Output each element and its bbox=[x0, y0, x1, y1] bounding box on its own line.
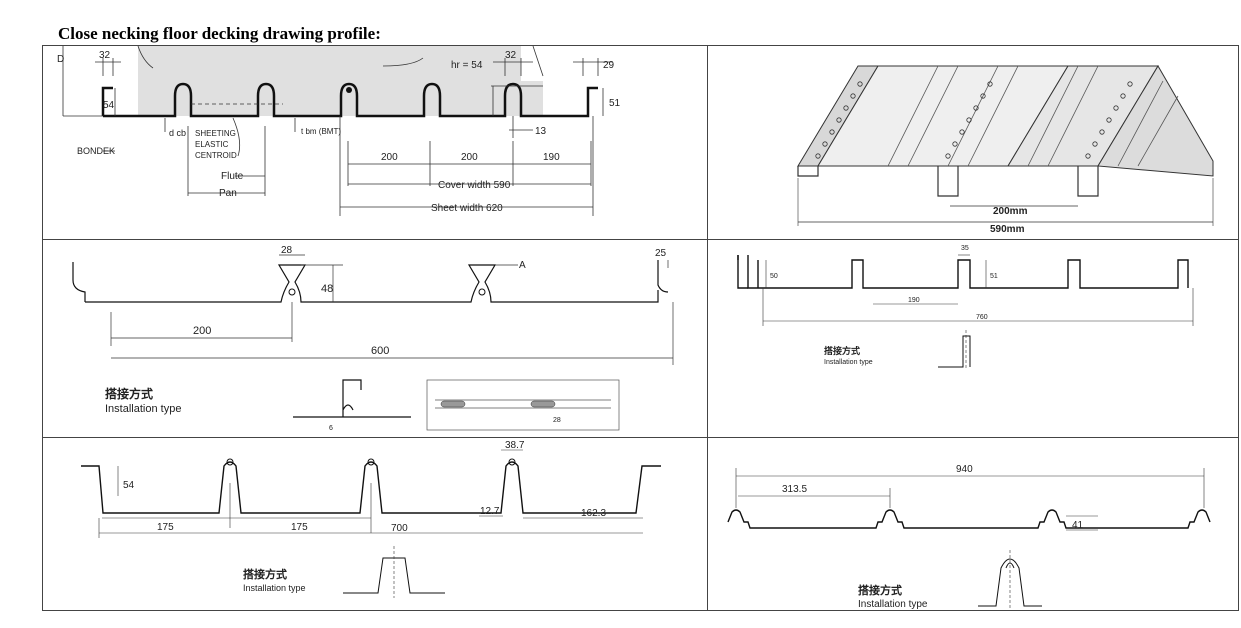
install-title-cn: 搭接方式 bbox=[824, 345, 860, 356]
grid-divider-vertical bbox=[707, 45, 708, 611]
dim-200: 200 bbox=[193, 325, 211, 337]
label-pan: Pan bbox=[219, 188, 237, 199]
dim-28-detail: 28 bbox=[553, 417, 561, 424]
dim-38-7: 38.7 bbox=[505, 440, 525, 451]
dim-760: 760 bbox=[976, 314, 988, 321]
dim-51: 51 bbox=[609, 98, 621, 109]
label-flute: Flute bbox=[221, 171, 244, 182]
dim-48: 48 bbox=[321, 283, 333, 295]
dim-28: 28 bbox=[281, 245, 293, 256]
install-title-cn: 搭接方式 bbox=[105, 386, 153, 401]
dim-175-a: 175 bbox=[157, 522, 174, 533]
dim-190: 190 bbox=[908, 297, 920, 304]
dim-940: 940 bbox=[956, 464, 973, 475]
dim-35: 35 bbox=[961, 245, 969, 252]
dim-50: 50 bbox=[770, 273, 778, 280]
label-dcb: d cb bbox=[169, 128, 186, 138]
label-bondek: BONDEK bbox=[77, 146, 115, 156]
dim-162-3: 162.3 bbox=[581, 508, 606, 519]
panel-profile-940: 940 313.5 41 搭接方式 Installation type bbox=[708, 438, 1238, 610]
dim-hr: hr = 54 bbox=[451, 60, 483, 71]
dim-12-7: 12.7 bbox=[480, 506, 500, 517]
dim-32-right: 32 bbox=[505, 50, 517, 61]
dim-29: 29 bbox=[603, 60, 615, 71]
panel-profile-760: 35 50 51 190 760 搭接方式 Installation type bbox=[708, 240, 1238, 437]
panel-profile-700: 38.7 54 175 175 12.7 162.3 700 搭接方式 Inst… bbox=[43, 438, 707, 610]
grid-divider-row-2 bbox=[42, 437, 1239, 438]
panel-profile-600: 28 25 48 A 200 600 6 28 搭接方式 Installatio… bbox=[43, 240, 707, 437]
label-A: A bbox=[519, 260, 526, 271]
dim-51: 51 bbox=[990, 273, 998, 280]
dim-25: 25 bbox=[655, 248, 667, 259]
dim-41: 41 bbox=[1072, 520, 1084, 531]
dim-sheet-width: Sheet width 620 bbox=[431, 203, 503, 214]
dim-13: 13 bbox=[535, 126, 547, 137]
install-title-en: Installation type bbox=[105, 403, 181, 415]
install-title-cn: 搭接方式 bbox=[243, 567, 287, 581]
panel-isometric-view: 200mm 590mm bbox=[708, 46, 1238, 239]
dim-32-left: 32 bbox=[99, 50, 111, 61]
dim-54-left: 54 bbox=[103, 100, 115, 111]
install-title-en: Installation type bbox=[243, 583, 306, 593]
install-title-cn: 搭接方式 bbox=[858, 583, 902, 597]
dim-600: 600 bbox=[371, 345, 389, 357]
page-title: Close necking floor decking drawing prof… bbox=[58, 24, 381, 43]
dim-313-5: 313.5 bbox=[782, 484, 807, 495]
label-elastic: ELASTIC bbox=[195, 140, 229, 149]
install-title-en: Installation type bbox=[824, 359, 873, 366]
dim-D: D bbox=[57, 54, 64, 65]
dim-590mm: 590mm bbox=[990, 224, 1025, 235]
dim-200-b: 200 bbox=[461, 152, 478, 163]
dim-cover-width: Cover width 590 bbox=[438, 180, 511, 191]
dim-190: 190 bbox=[543, 152, 560, 163]
dim-6: 6 bbox=[329, 425, 333, 432]
dim-175-b: 175 bbox=[291, 522, 308, 533]
label-centroid: CENTROID bbox=[195, 151, 237, 160]
label-tbm: t bm (BMT) bbox=[301, 127, 341, 136]
dim-200mm: 200mm bbox=[993, 206, 1028, 217]
panel-bondek-profile: D 32 54 hr = 54 32 29 51 13 BONDEK d cb … bbox=[43, 46, 707, 239]
grid-divider-row-1 bbox=[42, 239, 1239, 240]
profile-grid bbox=[42, 45, 1239, 611]
dim-700: 700 bbox=[391, 523, 408, 534]
install-title-en: Installation type bbox=[858, 599, 928, 610]
label-sheeting: SHEETING bbox=[195, 129, 236, 138]
dim-200-a: 200 bbox=[381, 152, 398, 163]
dim-54: 54 bbox=[123, 480, 135, 491]
